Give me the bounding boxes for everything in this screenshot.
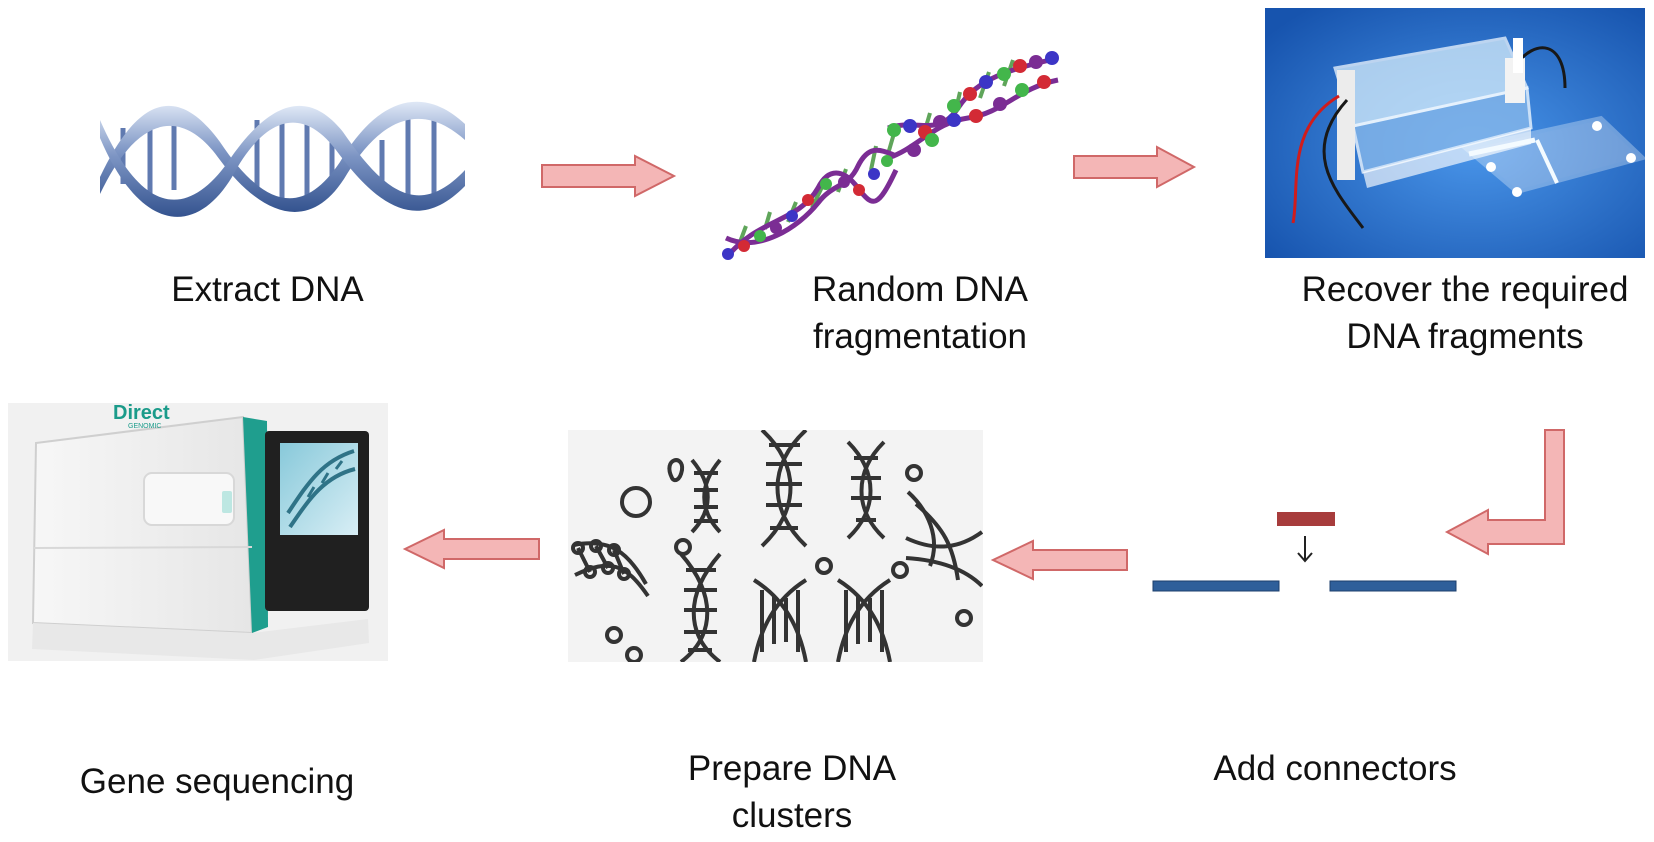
random-dna-fragmentation-label: Random DNA fragmentation xyxy=(812,270,1028,357)
dna-clusters-illustration xyxy=(568,430,983,662)
recover-required-dna-fragments-label: Recover the required DNA fragments xyxy=(1301,270,1629,357)
elbow-arrow-left xyxy=(1443,428,1568,558)
gene-sequencing-label: Gene sequencing xyxy=(79,762,355,801)
left-arrow-3 xyxy=(990,538,1130,583)
connector-diagram xyxy=(1150,505,1460,600)
left-arrow-4 xyxy=(402,527,542,572)
prepare-dna-clusters-label: Prepare DNA clusters xyxy=(687,749,897,836)
dna-double-helix-image xyxy=(100,62,465,237)
right-arrow-1 xyxy=(540,154,677,198)
gel-electrophoresis-image xyxy=(1265,8,1645,258)
extract-dna-label: Extract DNA xyxy=(171,270,364,309)
gene-sequencer-image: Direct GENOMIC xyxy=(8,403,388,661)
fragmented-dna-image xyxy=(718,48,1068,268)
add-connectors-label: Add connectors xyxy=(1213,749,1457,788)
right-arrow-2 xyxy=(1072,145,1198,189)
sequencer-brand-name: Direct xyxy=(113,403,170,424)
sequencer-brand-sub: GENOMIC xyxy=(128,423,161,430)
